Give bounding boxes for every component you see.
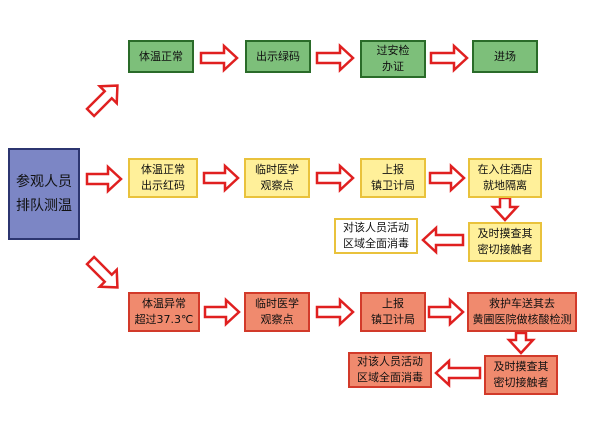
node-report-health-bureau: 上报 镇卫计局: [360, 158, 426, 198]
node-medical-observation-point-2: 临时医学 观察点: [244, 292, 310, 332]
arrow-row3-1: [203, 297, 241, 327]
node-trace-close-contacts-2: 及时摸查其 密切接触者: [484, 355, 558, 395]
node-trace-close-contacts: 及时摸查其 密切接触者: [468, 222, 542, 262]
node-temp-normal: 体温正常: [128, 40, 194, 73]
arrow-start-to-row2: [85, 164, 123, 194]
arrow-row2-1: [202, 163, 240, 193]
node-hotel-quarantine: 在入住酒店 就地隔离: [468, 158, 542, 198]
start-node-queue-temperature: 参观人员 排队测温: [8, 148, 80, 240]
arrow-row2-3: [428, 163, 466, 193]
node-disinfect-area: 对该人员活动 区域全面消毒: [334, 218, 418, 254]
arrow-row3-3: [427, 297, 465, 327]
node-disinfect-area-2: 对该人员活动 区域全面消毒: [348, 352, 432, 388]
node-report-health-bureau-2: 上报 镇卫计局: [360, 292, 426, 332]
arrow-row1-3: [429, 43, 469, 73]
arrow-row3-down: [506, 331, 536, 355]
arrow-row2-left: [421, 225, 465, 255]
node-security-check-pass: 过安检 办证: [360, 40, 426, 78]
node-enter-venue: 进场: [472, 40, 538, 73]
node-temp-abnormal: 体温异常 超过37.3℃: [128, 292, 200, 332]
arrow-row2-down: [490, 196, 520, 222]
arrow-row1-2: [315, 43, 355, 73]
arrow-row1-1: [199, 43, 239, 73]
arrow-start-to-row1: [85, 84, 119, 118]
node-ambulance-nucleic-test: 救护车送其去 黄圃医院做核酸检测: [467, 292, 577, 332]
arrow-row3-2: [315, 297, 355, 327]
node-temp-normal-red-code: 体温正常 出示红码: [128, 158, 198, 198]
arrow-row2-2: [315, 163, 355, 193]
node-medical-observation-point: 临时医学 观察点: [244, 158, 310, 198]
arrow-start-to-row3: [85, 255, 119, 289]
arrow-row3-left: [434, 358, 482, 388]
node-show-green-code: 出示绿码: [245, 40, 311, 73]
